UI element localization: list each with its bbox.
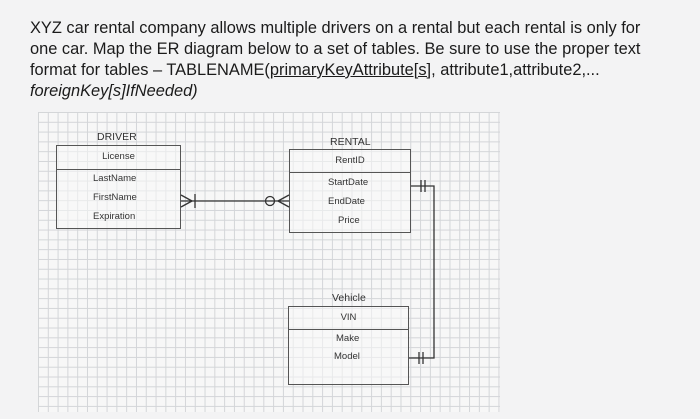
primary-key-format: primaryKeyAttribute[s]	[269, 61, 432, 79]
vehicle-entity: Vehicle VIN Make Model	[288, 292, 409, 385]
rental-entity-name: RENTAL	[330, 136, 371, 148]
rental-vehicle-relationship-line	[409, 185, 435, 359]
driver-attribute-firstname: FirstName	[93, 192, 137, 203]
question-line-2: one car. Map the ER diagram below to a s…	[30, 40, 641, 58]
driver-attribute-expiration: Expiration	[93, 211, 136, 222]
question-line-1: XYZ car rental company allows multiple d…	[30, 19, 641, 37]
rental-many-crowfoot	[277, 194, 290, 202]
driver-entity: DRIVER License LastName FirstName Expira…	[56, 131, 181, 229]
rental-attribute-price: Price	[338, 215, 360, 226]
rental-entity: RENTAL RentID StartDate EndDate Price	[289, 136, 411, 233]
vehicle-key-attribute: VIN	[289, 307, 408, 330]
driver-key-attribute: License	[57, 146, 180, 170]
format-prefix: format for tables – TABLENAME(	[30, 61, 270, 79]
question-text: XYZ car rental company allows multiple d…	[30, 18, 690, 102]
format-suffix: , attribute1,attribute2,...	[431, 61, 600, 79]
rental-attribute-startdate: StartDate	[328, 177, 369, 188]
question-line-3: format for tables – TABLENAME(primaryKey…	[30, 60, 690, 81]
vehicle-entity-name: Vehicle	[332, 292, 366, 304]
vehicle-attribute-make: Make	[336, 333, 360, 344]
rental-optional-circle	[264, 195, 276, 207]
driver-attribute-lastname: LastName	[93, 173, 137, 184]
question-line-4: foreignKey[s]IfNeeded)	[30, 82, 198, 100]
vehicle-attribute-model: Model	[334, 351, 360, 362]
rental-attribute-enddate: EndDate	[328, 196, 365, 207]
driver-entity-name: DRIVER	[97, 131, 137, 143]
driver-many-crowfoot	[180, 194, 193, 202]
rental-key-attribute: RentID	[290, 150, 410, 173]
